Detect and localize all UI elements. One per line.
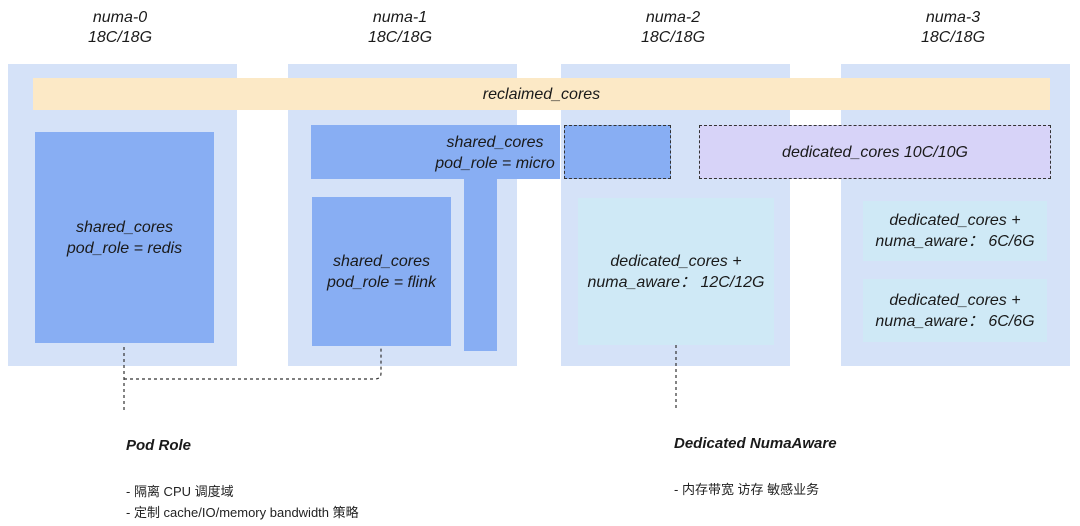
numa-3-capacity: 18C/18G [920, 29, 986, 46]
reclaimed-cores-bar: reclaimed_cores [33, 78, 1050, 110]
dedicated-numaaware-item-1: - 内存带宽 访存 敏感业务 [674, 482, 820, 497]
pod-role-item-2: - 定制 cache/IO/memory bandwidth 策略 [126, 505, 359, 520]
shared-micro-line1: shared_cores [446, 134, 544, 151]
dedicated-numa3a-line2: numa_aware： 6C/6G [875, 233, 1035, 250]
shared-flink-line2: pod_role = flink [327, 273, 436, 291]
shared-cores-micro: shared_cores pod_role = micro [395, 130, 595, 176]
dedicated-numa2-line1: dedicated_cores + [610, 252, 742, 270]
numa-2-name: numa-2 [645, 9, 701, 26]
dedicated-numa3b-line2: numa_aware： 6C/6G [875, 312, 1035, 330]
pod-role-title: Pod Role [126, 437, 192, 454]
dedicated-numa2-line2: numa_aware： 12C/12G [587, 273, 765, 291]
numa-0-name: numa-0 [92, 9, 148, 26]
dedicated-numa-aware-12c: dedicated_cores + numa_aware： 12C/12G [578, 198, 774, 345]
pod-role-item-1: - 隔离 CPU 调度域 [126, 484, 234, 499]
numa-3-label: numa-3 18C/18G [873, 8, 1033, 48]
numa-1-label: numa-1 18C/18G [320, 8, 480, 48]
shared-micro-horizontal [311, 125, 560, 179]
dedicated-numaaware-title: Dedicated NumaAware [674, 435, 837, 452]
numa-0-capacity: 18C/18G [87, 29, 153, 46]
shared-cores-redis: shared_cores pod_role = redis [35, 132, 214, 343]
shared-micro-vertical [464, 125, 497, 351]
dedicated-cores-10c: dedicated_cores 10C/10G [699, 125, 1051, 179]
shared-cores-flink: shared_cores pod_role = flink [312, 197, 451, 346]
shared-redis-line1: shared_cores [76, 218, 173, 236]
numa-1-capacity: 18C/18G [367, 29, 433, 46]
reclaimed-cores-label: reclaimed_cores [482, 85, 601, 103]
dedicated-numa3a-line1: dedicated_cores + [889, 212, 1021, 229]
shared-redis-line2: pod_role = redis [66, 239, 183, 257]
numa-2-label: numa-2 18C/18G [593, 8, 753, 48]
shared-micro-numa2-overflow [564, 125, 671, 179]
numa-3-name: numa-3 [925, 9, 981, 26]
numa-0-label: numa-0 18C/18G [40, 8, 200, 48]
numa-1-name: numa-1 [372, 9, 428, 26]
dedicated-10-label: dedicated_cores 10C/10G [782, 143, 968, 161]
numa-2-capacity: 18C/18G [640, 29, 706, 46]
dedicated-numa-aware-6c-a: dedicated_cores + numa_aware： 6C/6G [863, 201, 1047, 261]
shared-micro-line2: pod_role = micro [435, 155, 555, 172]
pod-role-connector [123, 347, 382, 410]
shared-flink-line1: shared_cores [333, 252, 430, 270]
dedicated-numa3b-line1: dedicated_cores + [889, 291, 1021, 309]
dedicated-numa-aware-6c-b: dedicated_cores + numa_aware： 6C/6G [863, 279, 1047, 342]
